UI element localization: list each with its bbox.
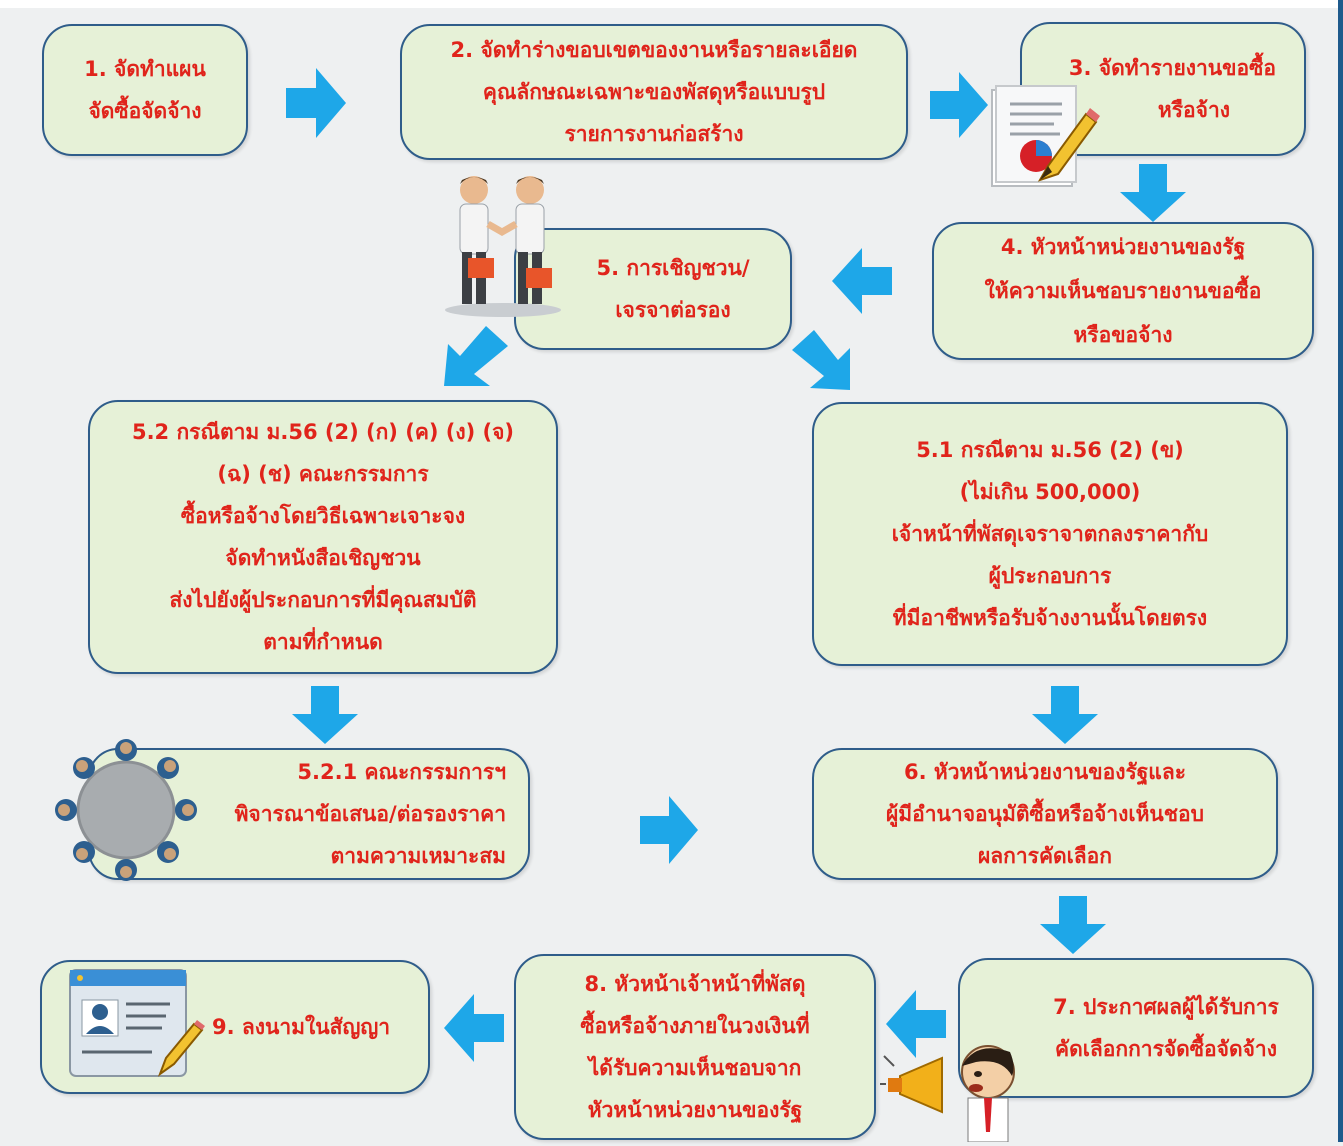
step-5-2-line: 5.2 กรณีตาม ม.56 (2) (ก) (ค) (ง) (จ) [131,420,515,444]
step-6-line: ผลการคัดเลือก [977,844,1113,868]
megaphone-man-icon [880,1036,1030,1146]
arrow-right-2-to-3 [930,72,988,138]
step-6-box: 6. หัวหน้าหน่วยงานของรัฐและ ผู้มีอำนาจอน… [812,748,1278,880]
step-2-line: รายการงานก่อสร้าง [564,122,744,146]
arrow-down-3-to-4 [1120,164,1186,222]
step-7-box: 7. ประกาศผลผู้ได้รับการ คัดเลือกการจัดซื… [958,958,1314,1098]
step-5-1-line: ผู้ประกอบการ [988,564,1112,588]
arrow-diag-5-to-5-1 [792,330,852,390]
step-3-line: 3. จัดทำรายงานขอซื้อ [1068,56,1276,80]
step-8-line: 8. หัวหน้าเจ้าหน้าที่พัสดุ [584,972,806,996]
step-2-line: คุณลักษณะเฉพาะของพัสดุหรือแบบรูป [482,80,826,104]
step-5-2-line: จัดทำหนังสือเชิญชวน [225,546,421,570]
step-7-line: คัดเลือกการจัดซื้อจัดจ้าง [1055,1037,1277,1061]
step-5-1-line: ที่มีอาชีพหรือรับจ้างงานนั้นโดยตรง [892,606,1208,630]
step-5-2-line: ส่งไปยังผู้ประกอบการที่มีคุณสมบัติ [169,588,477,612]
arrow-right-1-to-2 [286,68,346,138]
step-4-line: ให้ความเห็นชอบรายงานขอซื้อ [984,279,1262,303]
step-5-2-line: (ฉ) (ช) คณะกรรมการ [217,462,429,486]
top-frame [0,0,1343,8]
step-1-box: 1. จัดทำแผน จัดซื้อจัดจ้าง [42,24,248,156]
step-5-2-1-line: พิจารณาข้อเสนอ/ต่อรองราคา [234,802,506,826]
step-1-line: 1. จัดทำแผน [84,57,206,81]
step-5-line: เจรจาต่อรอง [615,298,731,322]
step-4-line: หรือขอจ้าง [1073,323,1173,347]
step-1-line: จัดซื้อจัดจ้าง [88,99,202,123]
document-pencil-icon [990,82,1100,194]
step-2-box: 2. จัดทำร่างขอบเขตของงานหรือรายละเอียด ค… [400,24,908,160]
step-5-1-line: 5.1 กรณีตาม ม.56 (2) (ข) [916,438,1184,462]
arrow-left-4-to-5 [832,248,892,314]
arrow-diag-5-to-5-2 [444,326,510,386]
step-6-line: ผู้มีอำนาจอนุมัติซื้อหรือจ้างเห็นชอบ [886,802,1204,826]
step-4-box: 4. หัวหน้าหน่วยงานของรัฐ ให้ความเห็นชอบร… [932,222,1314,360]
step-8-line: ซื้อหรือจ้างภายในวงเงินที่ [580,1014,810,1038]
step-5-1-line: เจ้าหน้าที่พัสดุเจราจาตกลงราคากับ [891,522,1209,546]
step-4-line: 4. หัวหน้าหน่วยงานของรัฐ [1000,235,1246,259]
arrow-down-5-2-to-5-2-1 [292,686,358,744]
right-frame-border [1338,0,1343,1142]
arrow-left-7-to-8 [886,990,946,1058]
step-9-line: 9. ลงนามในสัญญา [212,1015,391,1039]
step-8-line: ได้รับความเห็นชอบจาก [588,1056,802,1080]
arrow-down-6-to-7 [1040,896,1106,954]
step-5-box: 5. การเชิญชวน/ เจรจาต่อรอง [514,228,792,350]
step-5-2-1-line: ตามความเหมาะสม [330,844,506,868]
step-5-1-box: 5.1 กรณีตาม ม.56 (2) (ข) (ไม่เกิน 500,00… [812,402,1288,666]
arrow-right-5-2-1-to-6 [640,796,698,864]
step-3-line: หรือจ้าง [1157,98,1230,122]
step-5-2-1-line: 5.2.1 คณะกรรมการฯ [297,760,506,784]
step-2-line: 2. จัดทำร่างขอบเขตของงานหรือรายละเอียด [450,38,858,62]
arrow-left-8-to-9 [444,994,504,1062]
meeting-table-icon [52,736,200,888]
contract-form-icon [66,966,206,1086]
step-5-2-line: ตามที่กำหนด [263,630,383,654]
handshake-icon [438,170,568,324]
step-6-line: 6. หัวหน้าหน่วยงานของรัฐและ [904,760,1186,784]
arrow-down-5-1-to-6 [1032,686,1098,744]
step-8-line: หัวหน้าหน่วยงานของรัฐ [587,1098,803,1122]
step-5-line: 5. การเชิญชวน/ [596,256,750,280]
step-8-box: 8. หัวหน้าเจ้าหน้าที่พัสดุ ซื้อหรือจ้างภ… [514,954,876,1140]
step-5-2-box: 5.2 กรณีตาม ม.56 (2) (ก) (ค) (ง) (จ) (ฉ)… [88,400,558,674]
step-7-line: 7. ประกาศผลผู้ได้รับการ [1053,995,1279,1019]
step-5-2-line: ซื้อหรือจ้างโดยวิธีเฉพาะเจาะจง [180,504,466,528]
step-5-1-line: (ไม่เกิน 500,000) [959,480,1141,504]
